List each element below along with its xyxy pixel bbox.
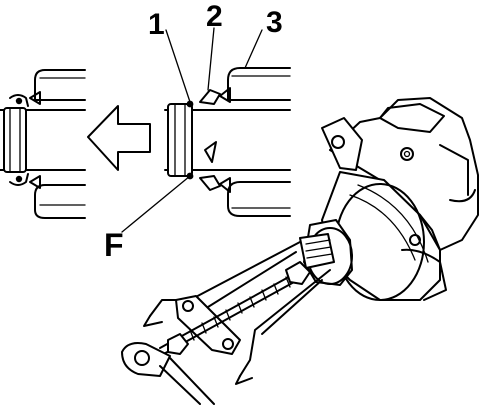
label-2: 2	[206, 0, 223, 33]
left-shaft-detail	[0, 69, 86, 219]
arrow-left-icon	[87, 105, 151, 171]
label-leaders	[121, 27, 263, 233]
label-F: F	[104, 227, 124, 263]
starter-motor	[299, 97, 479, 301]
label-1: 1	[148, 8, 165, 41]
puller-tool	[121, 241, 331, 405]
middle-shaft-detail	[164, 67, 291, 217]
label-3: 3	[266, 6, 283, 39]
